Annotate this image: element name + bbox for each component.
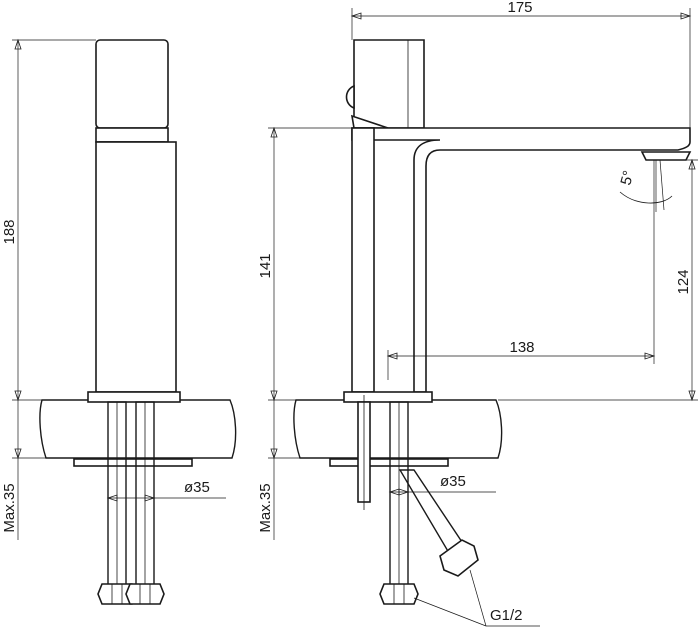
side-hose-nut-straight xyxy=(379,583,419,605)
side-spout xyxy=(351,127,691,393)
side-body xyxy=(351,127,375,393)
dim-141: 141 xyxy=(257,253,274,278)
dim-188: 188 xyxy=(1,219,18,244)
dim-dia35-side: ø35 xyxy=(440,473,466,490)
side-mounting-plate xyxy=(329,458,449,467)
front-body xyxy=(95,141,177,393)
side-hose-nut-angled xyxy=(439,539,479,577)
dim-dia35-front: ø35 xyxy=(184,479,210,496)
side-aerator xyxy=(640,151,692,161)
front-mounting-plate xyxy=(73,458,193,467)
dim-max35-front: Max.35 xyxy=(1,483,18,532)
side-handle xyxy=(353,39,425,129)
dim-thread-g12: G1/2 xyxy=(490,607,523,624)
front-base-flange xyxy=(87,391,181,403)
front-hose-nut-right xyxy=(125,583,165,605)
front-handle xyxy=(95,39,169,129)
side-view: 175 141 Max.35 124 138 5° xyxy=(257,0,698,627)
front-countertop xyxy=(39,399,237,459)
side-base-flange xyxy=(343,391,433,403)
dim-175: 175 xyxy=(507,0,532,16)
dim-138: 138 xyxy=(509,339,534,356)
front-view: 188 Max.35 ø35 xyxy=(1,38,237,605)
dim-124: 124 xyxy=(675,269,692,294)
dim-max35-side: Max.35 xyxy=(257,483,274,532)
side-countertop xyxy=(293,399,503,459)
dim-angle-5: 5° xyxy=(617,169,637,187)
front-collar xyxy=(95,127,169,143)
